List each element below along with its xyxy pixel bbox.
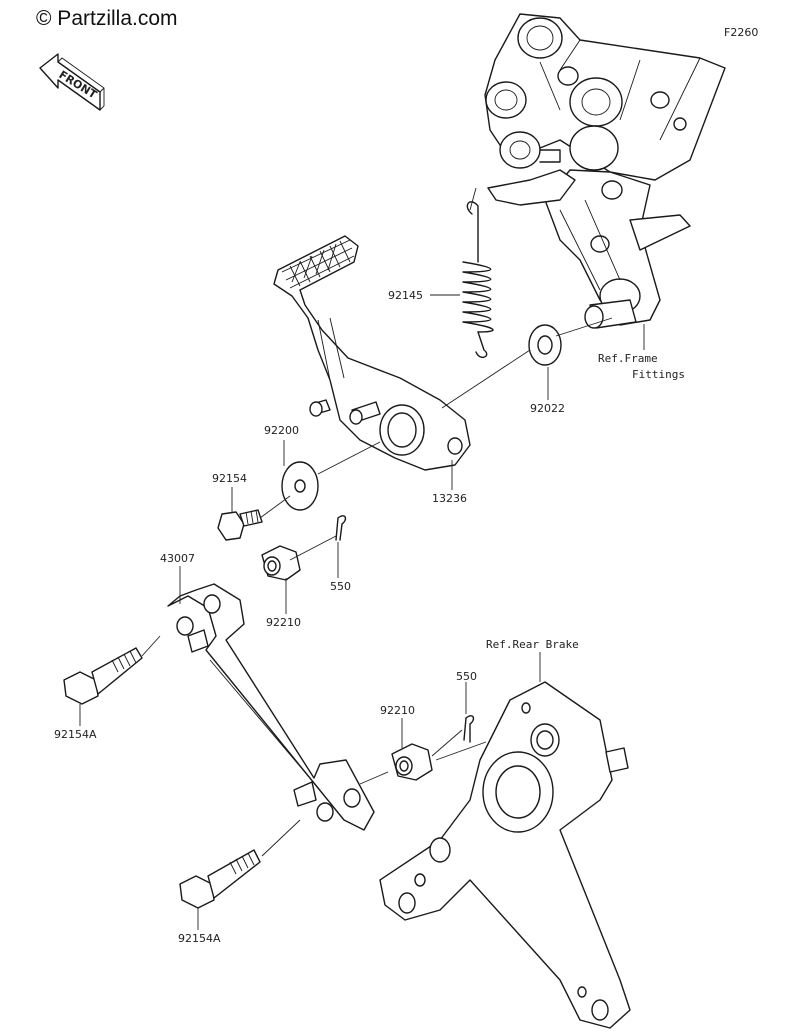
front-label: FRONT: [57, 68, 100, 102]
figure-code: F2260: [724, 26, 758, 39]
leader-lines: [79, 187, 645, 930]
label-92145: 92145: [388, 289, 423, 302]
rear-brake-lever: [379, 681, 631, 1029]
castle-nut-lower: [391, 743, 433, 781]
washer-92200: [281, 461, 319, 511]
label-92154a-upper: 92154A: [54, 728, 97, 741]
label-92210-lower: 92210: [380, 704, 415, 717]
frame-fitting: [484, 13, 726, 329]
ref-frame-line2: Fittings: [632, 368, 685, 381]
front-arrow-icon: FRONT: [39, 53, 105, 111]
brake-rod: [167, 583, 375, 831]
label-92210-upper: 92210: [266, 616, 301, 629]
ref-frame-line1: Ref.Frame: [598, 352, 658, 365]
brake-pedal: [273, 235, 471, 471]
cotter-pin-upper: [335, 515, 347, 541]
bolt-92154: [217, 509, 263, 541]
label-43007: 43007: [160, 552, 195, 565]
bolt-92154a-lower: [179, 849, 261, 909]
ref-rear-brake: Ref.Rear Brake: [486, 638, 579, 651]
washer-92022: [528, 324, 562, 366]
return-spring: [462, 201, 494, 359]
label-92200: 92200: [264, 424, 299, 437]
cotter-pin-lower: [463, 715, 475, 743]
label-13236: 13236: [432, 492, 467, 505]
label-92022: 92022: [530, 402, 565, 415]
partzilla-watermark: © Partzilla.com: [36, 7, 178, 30]
label-92154: 92154: [212, 472, 247, 485]
bolt-92154a-upper: [63, 647, 143, 705]
label-550-upper: 550: [330, 580, 351, 593]
castle-nut-upper: [261, 545, 301, 581]
label-92154a-lower: 92154A: [178, 932, 221, 945]
label-550-lower: 550: [456, 670, 477, 683]
